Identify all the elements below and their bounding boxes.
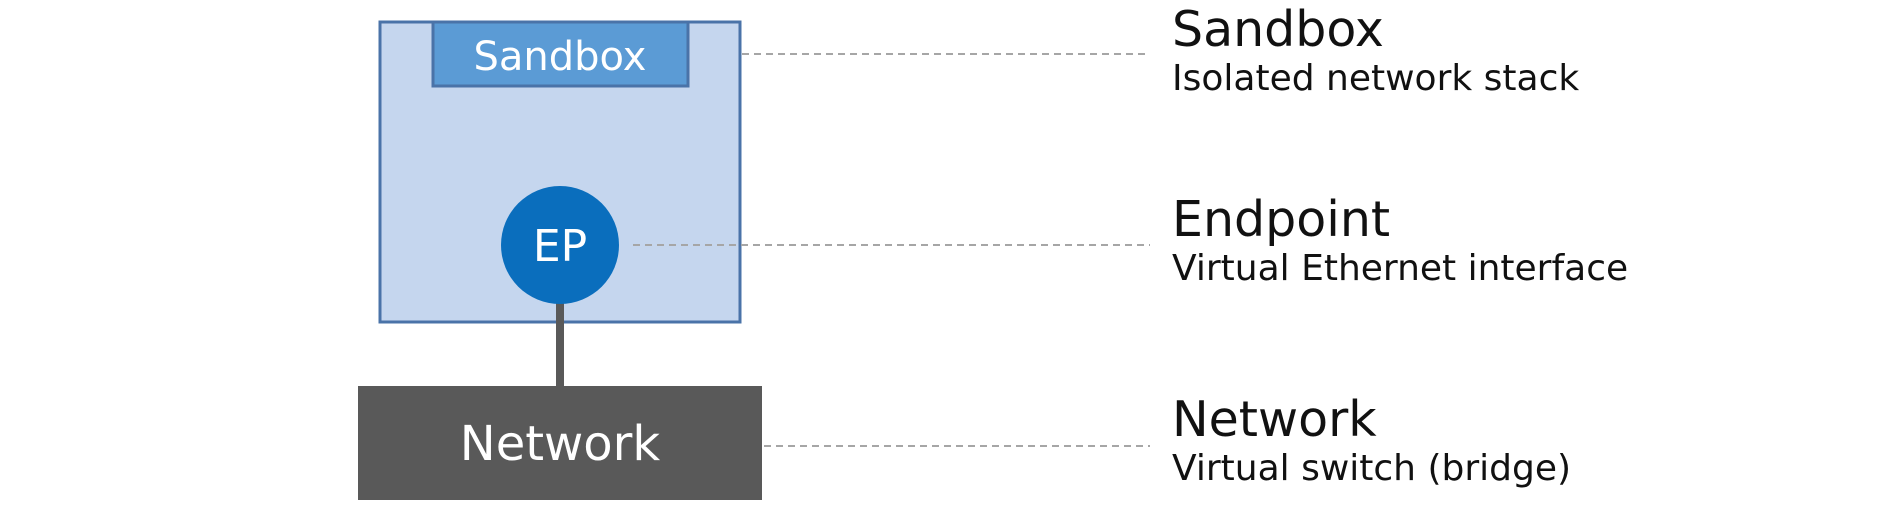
- network-legend-title: Network: [1172, 391, 1377, 448]
- network-legend: Network Virtual switch (bridge): [1172, 392, 1571, 490]
- network-legend-description: Virtual switch (bridge): [1172, 448, 1572, 489]
- sandbox-tab: [431, 20, 690, 88]
- sandbox-tab-label: Sandbox: [474, 34, 647, 80]
- network-box: [358, 386, 762, 500]
- endpoint-legend: Endpoint Virtual Ethernet interface: [1172, 192, 1628, 290]
- sandbox-legend: Sandbox Isolated network stack: [1172, 2, 1579, 100]
- sandbox-legend-description: Isolated network stack: [1172, 58, 1580, 99]
- network-box-label: Network: [460, 416, 661, 472]
- endpoint-legend-title: Endpoint: [1172, 191, 1391, 248]
- endpoint-legend-description: Virtual Ethernet interface: [1172, 248, 1629, 289]
- endpoint-circle: [501, 186, 619, 304]
- sandbox-legend-title: Sandbox: [1172, 1, 1384, 58]
- endpoint-circle-label: EP: [533, 221, 587, 272]
